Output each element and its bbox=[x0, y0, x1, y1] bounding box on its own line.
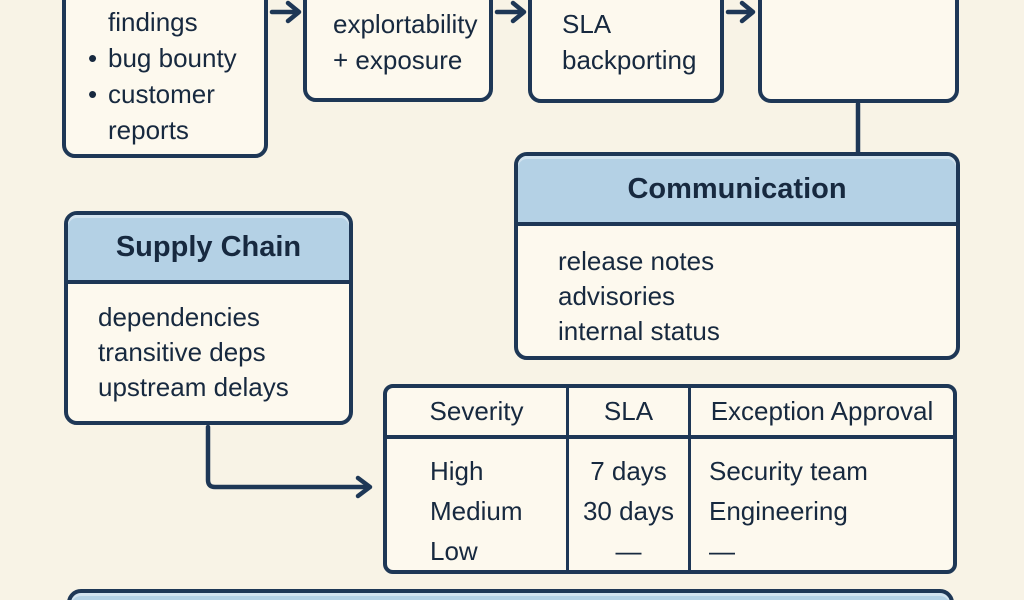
table-header-cell: Exception Approval bbox=[691, 388, 953, 439]
arrowhead-icon bbox=[510, 0, 527, 24]
table-column-sla: SLA 7 days 30 days — bbox=[569, 388, 691, 570]
sources-list: findings • bug bounty • customer reports bbox=[66, 0, 264, 148]
node-title: Communication bbox=[627, 172, 847, 205]
table-column-exception-approval: Exception Approval Security team Enginee… bbox=[691, 388, 953, 570]
node-supply-chain-header: Supply Chain bbox=[68, 215, 349, 284]
node-supply-chain: Supply Chain dependencies transitive dep… bbox=[64, 211, 353, 425]
node-exploitability-exposure: explortability + exposure bbox=[303, 0, 493, 102]
node-text-line: release notes bbox=[558, 246, 715, 276]
bullet-icon: • bbox=[88, 79, 98, 109]
node-title: Supply Chain bbox=[115, 231, 302, 263]
connector-supply-chain-to-table bbox=[205, 424, 370, 490]
node-text-line: backporting bbox=[562, 45, 697, 75]
node-text-line: advisories bbox=[558, 281, 676, 311]
sla-table: Severity High Medium Low SLA 7 days 30 d… bbox=[383, 384, 957, 574]
table-cell: High bbox=[430, 456, 484, 486]
list-item-label: findings bbox=[108, 7, 198, 37]
node-sla-backporting: SLA backporting bbox=[528, 0, 724, 103]
node-text-line: transitive deps bbox=[98, 337, 266, 367]
table-header-cell: Severity bbox=[387, 388, 566, 439]
node-empty bbox=[758, 0, 959, 103]
table-column-severity: Severity High Medium Low bbox=[387, 388, 569, 570]
bullet-icon: • bbox=[88, 43, 98, 73]
bottom-box-header bbox=[67, 589, 954, 600]
table-cell: Security team bbox=[709, 456, 868, 486]
table-header-cell: SLA bbox=[569, 388, 688, 439]
table-cell: 7 days bbox=[590, 456, 667, 486]
bullet-icon bbox=[88, 4, 108, 40]
node-text-line: internal status bbox=[558, 316, 720, 346]
node-communication-header: Communication bbox=[518, 156, 956, 226]
node-text-line: upstream delays bbox=[98, 372, 289, 402]
list-item-label: bug bounty bbox=[108, 43, 237, 73]
node-text-line: + exposure bbox=[333, 45, 463, 75]
node-text-line: dependencies bbox=[98, 302, 260, 332]
arrowhead-icon bbox=[355, 475, 373, 499]
list-item: findings bbox=[88, 4, 256, 40]
list-item: • bug bounty bbox=[88, 40, 256, 76]
node-communication: Communication release notes advisories i… bbox=[514, 152, 960, 360]
table-cell: — bbox=[709, 536, 735, 566]
arrowhead-icon bbox=[739, 0, 756, 24]
node-findings-sources: findings • bug bounty • customer reports bbox=[62, 0, 268, 158]
node-text-line: explortability bbox=[333, 9, 478, 39]
table-cell: — bbox=[615, 536, 642, 566]
table-cell: Engineering bbox=[709, 496, 848, 526]
arrowhead-icon bbox=[285, 0, 302, 24]
table-cell: Low bbox=[430, 536, 478, 566]
table-cell: 30 days bbox=[582, 496, 675, 526]
list-item: • customer reports bbox=[88, 76, 256, 148]
table-cell: Medium bbox=[430, 496, 523, 526]
list-item-label: customer reports bbox=[108, 79, 215, 145]
node-text-line: SLA bbox=[562, 9, 612, 39]
